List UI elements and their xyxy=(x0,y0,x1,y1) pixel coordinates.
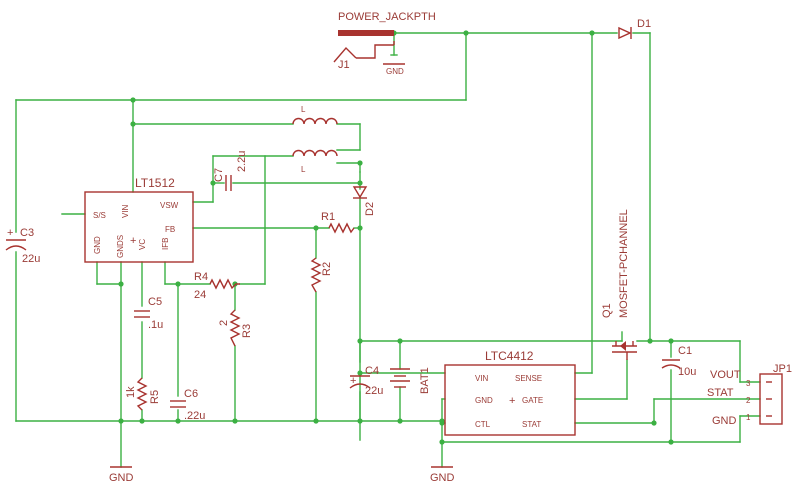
capacitor-c1: C1 10u xyxy=(661,345,696,378)
ltc4412-pin-sense: SENSE xyxy=(515,374,542,383)
connector-jp1: JP1 3 2 1 VOUT STAT GND xyxy=(707,363,792,427)
battery-bat1: BAT1 xyxy=(390,367,431,394)
bat1-label: BAT1 xyxy=(419,367,431,394)
resistor-r3: R3 2 xyxy=(218,309,253,347)
jp1-net-vout: VOUT xyxy=(710,369,741,381)
c5-label: C5 xyxy=(148,296,162,308)
c7-value: 2.2u xyxy=(236,151,248,172)
c6-value: .22u xyxy=(184,410,205,422)
ltc4412-plus: + xyxy=(509,395,515,407)
r4-label: R4 xyxy=(194,271,208,283)
gnd-left-label: GND xyxy=(109,472,134,484)
q1-value: MOSFET-PCHANNEL xyxy=(618,209,630,318)
lt1512-label: LT1512 xyxy=(135,176,175,190)
jp1-pin3: 3 xyxy=(746,379,751,388)
power-jack-value: POWER_JACKPTH xyxy=(338,11,436,23)
r4-value: 24 xyxy=(194,289,206,301)
d1-label: D1 xyxy=(637,18,651,30)
diode-d2: D2 xyxy=(352,186,376,216)
capacitor-c4: + C4 22u xyxy=(349,365,383,397)
jp1-net-stat: STAT xyxy=(707,387,734,399)
capacitor-c6: C6 .22u xyxy=(170,388,205,422)
jp1-label: JP1 xyxy=(773,363,792,375)
inductor-bottom-label: L xyxy=(301,165,306,174)
wires xyxy=(15,32,761,468)
mosfet-q1: Q1 MOSFET-PCHANNEL xyxy=(601,209,637,360)
jp1-pin1: 1 xyxy=(746,413,751,422)
inductor-top: L xyxy=(292,105,338,125)
jp1-net-gnd: GND xyxy=(712,415,737,427)
capacitor-c7: C7 2.2u xyxy=(213,151,248,191)
resistor-r4: R4 24 xyxy=(194,271,240,301)
ltc4412-pin-gnd: GND xyxy=(475,396,493,405)
c3-plus: + xyxy=(7,227,13,239)
gnd-j1-label: GND xyxy=(386,67,404,76)
resistor-r5: R5 1k xyxy=(125,377,161,411)
lt1512-pin-gnd: GND xyxy=(93,236,102,254)
c4-plus: + xyxy=(350,375,356,387)
j1-label: J1 xyxy=(338,59,350,71)
d2-label: D2 xyxy=(364,202,376,216)
lt1512-pin-ss: S/S xyxy=(93,211,106,220)
junctions xyxy=(118,30,674,445)
ground-right: GND xyxy=(430,466,455,484)
ltc4412-label: LTC4412 xyxy=(485,349,534,363)
ltc4412-pin-gate: GATE xyxy=(522,396,543,405)
lt1512-pin-vc: VC xyxy=(138,239,147,250)
lt1512-pin-vsw: VSW xyxy=(160,201,179,210)
r3-value: 2 xyxy=(218,320,230,326)
r5-value: 1k xyxy=(125,386,137,398)
jp1-pin2: 2 xyxy=(746,396,751,405)
capacitor-c5: C5 .1u xyxy=(134,296,163,331)
c4-label: C4 xyxy=(365,365,379,377)
lt1512-pin-gnds: GNDS xyxy=(116,235,125,258)
diode-d1: D1 xyxy=(618,18,651,40)
c3-label: C3 xyxy=(20,227,34,239)
capacitor-c3: + C3 22u xyxy=(5,227,40,265)
c1-label: C1 xyxy=(678,345,692,357)
lt1512-pin-vin: VIN xyxy=(121,204,130,218)
inductor-bottom: L xyxy=(292,149,338,174)
c6-label: C6 xyxy=(184,388,198,400)
r3-label: R3 xyxy=(241,324,253,338)
lt1512-plus: + xyxy=(130,235,136,247)
resistor-r1: R1 xyxy=(321,211,355,234)
ground-left: GND xyxy=(109,466,134,484)
ltc4412-pin-vin: VIN xyxy=(475,374,489,383)
power-jack-j1: POWER_JACKPTH J1 GND xyxy=(333,11,436,76)
lt1512-pin-fb: FB xyxy=(165,225,175,234)
resistor-r2: R2 xyxy=(310,257,333,293)
inductor-top-label: L xyxy=(301,105,306,114)
ic-ltc4412: LTC4412 VIN SENSE GND GATE + CTL STAT xyxy=(444,349,576,436)
c5-value: .1u xyxy=(148,319,163,331)
r2-label: R2 xyxy=(321,262,333,276)
r5-label: R5 xyxy=(149,390,161,404)
gnd-right-label: GND xyxy=(430,472,455,484)
ltc4412-pin-stat: STAT xyxy=(522,420,541,429)
q1-label: Q1 xyxy=(601,303,613,318)
c3-value: 22u xyxy=(22,253,40,265)
ic-lt1512: LT1512 S/S VSW FB VIN GND GNDS VC IFB + xyxy=(84,176,194,263)
c1-value: 10u xyxy=(678,366,696,378)
ltc4412-pin-ctl: CTL xyxy=(475,420,491,429)
r1-label: R1 xyxy=(321,211,335,223)
lt1512-pin-ifb: IFB xyxy=(161,238,170,250)
c7-label: C7 xyxy=(213,168,225,182)
c4-value: 22u xyxy=(365,385,383,397)
